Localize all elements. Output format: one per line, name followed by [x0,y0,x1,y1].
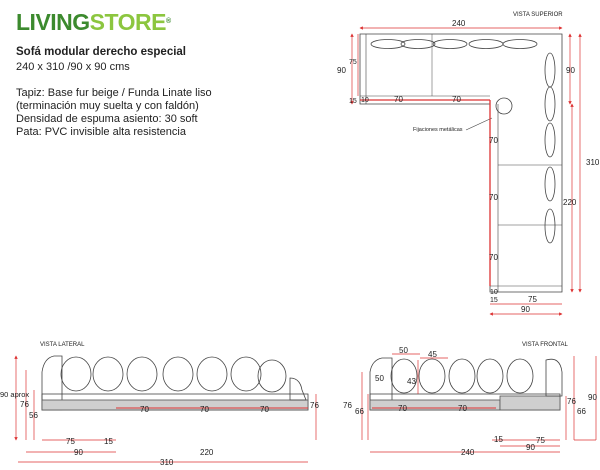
product-dimensions: 240 x 310 /90 x 90 cms [16,61,130,73]
product-title: Sofá modular derecho especial [16,46,187,58]
dim-side-height: 90 aprox [0,390,29,399]
callout-leader [465,117,493,131]
dim-side-chaise: 90 [74,448,83,457]
front-cushion [476,358,504,394]
dim-top-cushion: 75 [349,59,357,66]
top-cushion [544,52,556,88]
dim-top-arm: 15 [349,98,357,105]
dim-front-seat: 66 [355,407,364,416]
dim-side-seat: 56 [29,411,38,420]
top-cushion [432,39,468,49]
front-view [369,357,563,411]
top-dimensions [350,26,582,316]
dim-top-seat-e: 70 [489,253,498,262]
dim-top-total-length: 310 [586,158,600,167]
front-cushion [506,358,534,394]
dim-front-cushion-width: 50 [399,346,408,355]
dim-front-height-right: 90 [588,393,597,402]
front-view-label: VISTA FRONTAL [522,342,568,348]
dim-front-arm: 76 [567,397,576,406]
top-cushion [544,166,556,202]
side-cushion [257,359,287,393]
top-cushion [370,39,406,49]
dim-front-seat-a: 70 [398,404,407,413]
dim-top-seat-c: 70 [489,136,498,145]
dim-front-arm-width: 15 [494,435,503,444]
dim-top-gap: 10 [361,97,369,104]
dim-side-back: 76 [20,400,29,409]
front-chaise-base [499,395,561,411]
side-dimensions [14,355,317,463]
spec-upholstery: Tapiz: Base fur beige / Funda Linate lis… [16,87,212,99]
dim-side-total: 310 [160,458,174,467]
dim-top-seat-depth: 75 [528,295,537,304]
dim-side-seat-b: 70 [200,405,209,414]
side-view [41,355,309,411]
brand-mark: ® [166,18,171,25]
top-cushion [544,208,556,244]
front-cushion [448,358,476,394]
dim-side-arm-width: 15 [104,437,113,446]
brand-logo: LIVINGSTORE® [16,10,171,34]
front-arm [545,358,563,397]
front-back [369,357,393,411]
dim-top-gap-bottom: 10 [490,289,498,296]
front-dimension-labels: 50 45 50 43 76 66 70 70 76 66 90 240 15 … [343,346,597,457]
spec-foam: Densidad de espuma asiento: 30 soft [16,113,198,125]
side-cushion [196,356,228,392]
top-cushion [468,39,504,49]
dim-front-seat-b: 70 [458,404,467,413]
top-cushion [544,122,556,158]
top-view-label: VISTA SUPERIOR [513,12,563,18]
side-cushion [126,356,158,392]
dim-top-arm-bottom: 15 [490,297,498,304]
fixing-callout: Fijaciones metálicas [413,127,463,133]
brand-part1: LIVING [16,9,90,35]
front-dimensions [361,353,597,453]
dim-side-inner: 220 [200,448,214,457]
side-cushion [162,356,194,392]
side-cushion [230,356,262,392]
dim-top-chaise-width: 90 [521,305,530,314]
dim-front-seat-right: 66 [577,407,586,416]
dim-front-depth: 75 [536,436,545,445]
brand-part2: STORE [89,9,167,35]
top-outline [359,33,563,293]
dim-side-seat-c: 70 [260,405,269,414]
dim-front-total: 240 [461,448,475,457]
dim-side-seat-a: 70 [140,405,149,414]
front-cushion [390,358,418,394]
front-cushion [418,358,446,394]
top-cushion [400,39,436,49]
dim-front-cushion-width-2: 45 [428,350,437,359]
fixing-circle [495,97,513,115]
side-arm [289,377,307,401]
side-dimension-labels: 90 aprox 76 56 70 70 70 76 75 15 90 220 … [0,390,319,467]
dim-top-seat-d: 70 [489,193,498,202]
top-view [359,33,563,293]
dim-front-height: 76 [343,401,352,410]
dim-top-width: 240 [452,19,466,28]
dim-top-right-depth: 90 [566,66,575,75]
dim-side-depth: 75 [66,437,75,446]
side-cushion [92,356,124,392]
top-cushion [502,39,538,49]
spec-finish: (terminación muy suelta y con faldón) [16,100,199,112]
top-cushion [544,86,556,122]
dim-top-inner-length: 220 [563,198,577,207]
dim-front-depth-total: 90 [526,443,535,452]
side-base [41,399,309,411]
dim-top-seat-a: 70 [394,95,403,104]
side-cushion [60,356,92,392]
dim-front-back-height: 50 [375,374,384,383]
top-dimension-labels: 240 90 75 15 10 70 70 90 310 220 70 70 7… [337,19,600,314]
spec-legs: Pata: PVC invisible alta resistencia [16,126,186,138]
dim-front-cushion-height: 43 [407,377,416,386]
dim-top-depth: 90 [337,66,346,75]
dim-top-seat-b: 70 [452,95,461,104]
side-view-label: VISTA LATERAL [40,342,85,348]
side-back [41,355,63,411]
dim-side-arm: 76 [310,401,319,410]
